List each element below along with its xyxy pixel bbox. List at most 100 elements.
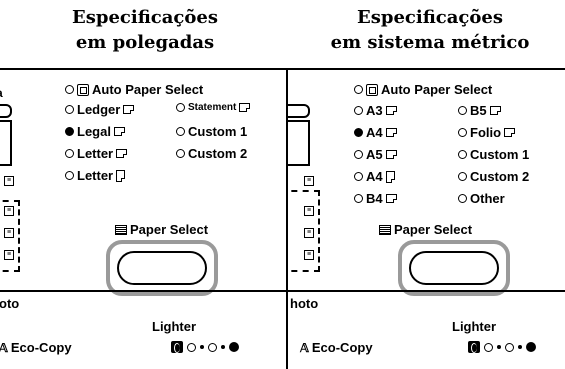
option-ledger[interactable]: Ledger — [65, 102, 135, 117]
heading-inches-line2: em polegadas — [75, 32, 215, 53]
option-auto-paper-select[interactable]: Auto Paper Select — [354, 82, 492, 97]
option-statement[interactable]: Statement — [176, 102, 251, 113]
heading-inches-line1: Especificações — [72, 7, 218, 28]
panel-inches: ≡ ≡ ≡ ≡ a Auto Paper Select Ledger Legal… — [0, 68, 288, 369]
paper-portrait-icon — [385, 170, 395, 183]
option-label: Legal — [77, 124, 111, 139]
radio-icon — [176, 127, 185, 136]
heading-inches: Especificações em polegadas — [40, 5, 250, 55]
paper-list-icon — [115, 224, 127, 235]
lighter-label: Lighter — [152, 319, 197, 334]
option-custom-1[interactable]: Custom 1 — [458, 147, 529, 162]
radio-icon — [458, 172, 467, 181]
option-other[interactable]: Other — [458, 191, 505, 206]
paper-select-button[interactable] — [106, 240, 218, 296]
radio-icon — [354, 85, 363, 94]
radio-icon — [458, 194, 467, 203]
paper-select-button[interactable] — [398, 240, 510, 296]
option-a4-portrait[interactable]: A4 — [354, 169, 395, 184]
option-label: A4 — [366, 169, 383, 184]
tray-icon — [77, 83, 89, 96]
tray-main — [0, 120, 12, 166]
button-inner — [409, 251, 499, 285]
option-label: Other — [470, 191, 505, 206]
paper-landscape-icon — [123, 105, 135, 114]
tray-top — [0, 104, 12, 118]
tray-lower — [288, 190, 320, 272]
paper-list-icon — [379, 224, 391, 235]
tray-lower — [0, 200, 20, 272]
option-letter-landscape[interactable]: Letter — [65, 146, 128, 161]
density-dot — [208, 342, 217, 352]
radio-icon — [354, 150, 363, 159]
option-b4[interactable]: B4 — [354, 191, 397, 206]
heading-metric-line1: Especificações — [357, 7, 503, 28]
option-legal[interactable]: Legal — [65, 124, 125, 139]
option-custom-2[interactable]: Custom 2 — [176, 146, 247, 161]
option-a4-landscape[interactable]: A4 — [354, 125, 397, 140]
paper-select-label: Paper Select — [379, 222, 472, 237]
density-indicator — [171, 341, 239, 353]
option-label: Custom 2 — [188, 146, 248, 161]
option-custom-1[interactable]: Custom 1 — [176, 124, 247, 139]
option-label: Letter — [77, 146, 114, 161]
slot-icon: ≡ — [304, 176, 314, 186]
paper-landscape-icon — [385, 194, 397, 203]
option-label: A3 — [366, 103, 383, 118]
paper-landscape-icon — [504, 128, 516, 137]
radio-icon — [354, 194, 363, 203]
option-letter-portrait[interactable]: Letter — [65, 168, 126, 183]
option-label: Custom 1 — [188, 124, 248, 139]
slot-icon: ≡ — [304, 250, 314, 260]
paper-landscape-icon — [385, 128, 397, 137]
option-label: Statement — [188, 102, 237, 113]
eco-copy-icon: 𝔸 — [0, 341, 8, 355]
option-folio[interactable]: Folio — [458, 125, 516, 140]
density-dot — [484, 342, 493, 352]
option-label: B4 — [366, 191, 383, 206]
slot-icon: ≡ — [304, 228, 314, 238]
density-dot — [200, 345, 204, 349]
tray-top — [288, 104, 310, 118]
slot-icon: ≡ — [4, 250, 14, 260]
option-b5[interactable]: B5 — [458, 103, 501, 118]
radio-icon — [65, 105, 74, 114]
density-dot-active — [526, 342, 536, 352]
lighter-icon — [171, 341, 183, 353]
lighter-icon — [468, 341, 480, 353]
option-label: Ledger — [77, 102, 121, 117]
lighter-label: Lighter — [452, 319, 497, 334]
option-label: A5 — [366, 147, 383, 162]
paper-landscape-icon — [116, 149, 128, 158]
slot-icon: ≡ — [4, 206, 14, 216]
option-label: Auto Paper Select — [381, 82, 493, 97]
radio-icon — [354, 106, 363, 115]
density-dot — [221, 345, 225, 349]
option-a5[interactable]: A5 — [354, 147, 397, 162]
option-auto-paper-select[interactable]: Auto Paper Select — [65, 82, 203, 97]
density-dot — [505, 342, 514, 352]
heading-metric: Especificações em sistema métrico — [305, 5, 555, 55]
section-divider — [0, 290, 286, 292]
eco-copy-icon: 𝔸 — [300, 340, 309, 355]
option-a3[interactable]: A3 — [354, 103, 397, 118]
radio-icon — [65, 171, 74, 180]
option-custom-2[interactable]: Custom 2 — [458, 169, 529, 184]
slot-icon: ≡ — [4, 176, 14, 186]
option-label: Custom 1 — [470, 147, 530, 162]
paper-portrait-icon — [116, 169, 126, 182]
paper-landscape-icon — [113, 127, 125, 136]
radio-selected-icon — [354, 128, 363, 137]
cut-text: a — [0, 86, 3, 100]
photo-label: hoto — [290, 296, 319, 311]
density-dot — [187, 342, 196, 352]
radio-selected-icon — [65, 127, 74, 136]
radio-icon — [458, 128, 467, 137]
paper-select-label: Paper Select — [115, 222, 208, 237]
panel-metric: ≡ ≡ ≡ ≡ Auto Paper Select A3 A4 A5 A4 B4… — [286, 68, 565, 369]
density-indicator — [468, 341, 536, 353]
eco-copy-text: Eco-Copy — [10, 340, 72, 355]
radio-icon — [65, 85, 74, 94]
slot-icon: ≡ — [4, 228, 14, 238]
option-label: A4 — [366, 125, 383, 140]
